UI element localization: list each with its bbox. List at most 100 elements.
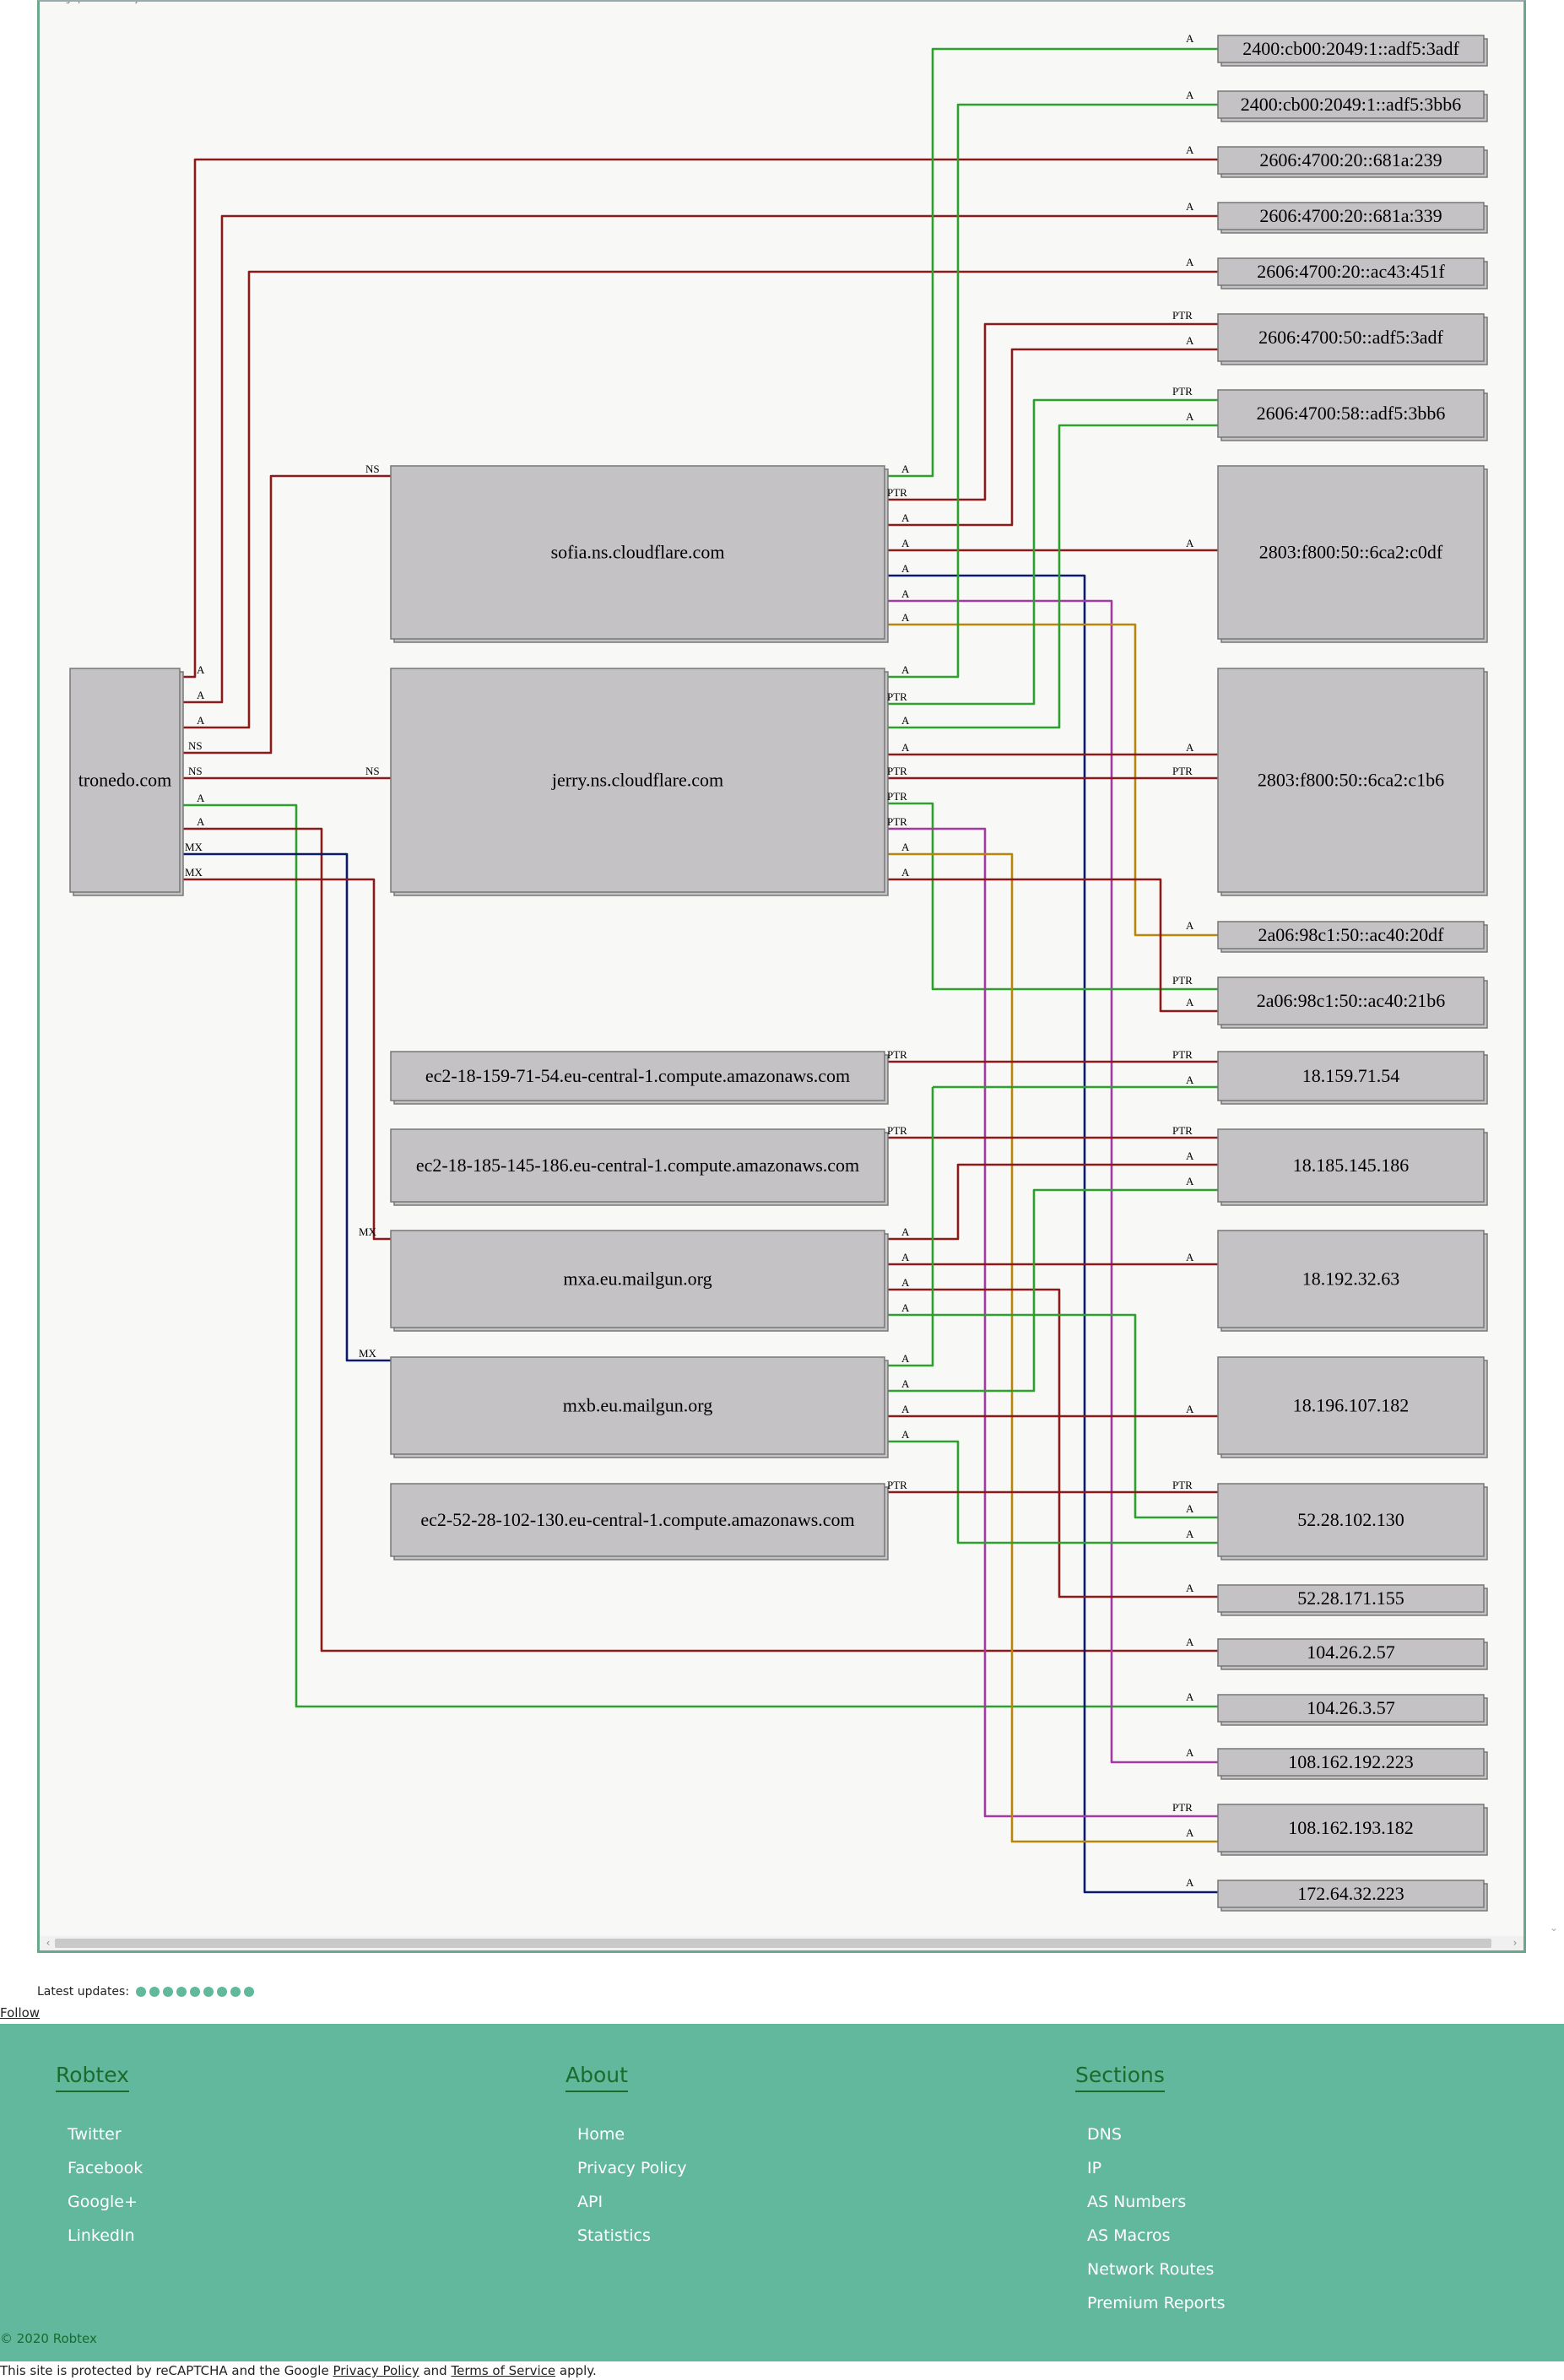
recaptcha-text: This site is protected by reCAPTCHA and … <box>0 2363 329 2378</box>
node-ip-104-2[interactable]: 104.26.2.57 <box>1217 1638 1488 1670</box>
node-ip-2606-451f[interactable]: 2606:4700:20::ac43:451f <box>1217 257 1488 289</box>
update-dot[interactable] <box>203 1987 214 1997</box>
footer-link-facebook[interactable]: Facebook <box>68 2159 143 2177</box>
node-ip-18-159[interactable]: 18.159.71.54 <box>1217 1051 1488 1105</box>
update-dot[interactable] <box>136 1987 147 1997</box>
update-dot[interactable] <box>176 1987 187 1997</box>
node-ip-108-193[interactable]: 108.162.193.182 <box>1217 1804 1488 1856</box>
scroll-left-icon[interactable]: ‹ <box>46 1937 51 1949</box>
footer-link-as-numbers[interactable]: AS Numbers <box>1087 2193 1187 2211</box>
follow-link[interactable]: Follow <box>0 2005 41 2020</box>
edge-label: A <box>901 1403 910 1415</box>
node-ip-108-192[interactable]: 108.162.192.223 <box>1217 1748 1488 1780</box>
scroll-right-icon[interactable]: › <box>1513 1937 1518 1949</box>
footer-link-premium-reports[interactable]: Premium Reports <box>1087 2294 1226 2312</box>
footer-link-linkedin[interactable]: LinkedIn <box>68 2226 135 2245</box>
node-label: 2400:cb00:2049:1::adf5:3bb6 <box>1241 94 1462 115</box>
node-ec2-52-28[interactable]: ec2-52-28-102-130.eu-central-1.compute.a… <box>390 1483 889 1561</box>
node-label: 2803:f800:50::6ca2:c0df <box>1259 542 1443 563</box>
edge-a-104-2 <box>180 827 1218 1652</box>
edge-a-mxb-18-159 <box>885 1087 934 1367</box>
node-ip-2400-bb6[interactable]: 2400:cb00:2049:1::adf5:3bb6 <box>1217 90 1488 122</box>
edge-label: PTR <box>887 815 907 828</box>
footer-link-twitter[interactable]: Twitter <box>68 2125 122 2144</box>
footer-link-api[interactable]: API <box>577 2193 603 2211</box>
edge-label: A <box>901 714 910 727</box>
edge-a-2606-239 <box>180 158 1218 679</box>
node-ec2-18-159[interactable]: ec2-18-159-71-54.eu-central-1.compute.am… <box>390 1051 889 1105</box>
node-ip-52-28-171[interactable]: 52.28.171.155 <box>1217 1584 1488 1616</box>
node-ip-2606-239[interactable]: 2606:4700:20::681a:239 <box>1217 146 1488 178</box>
scrollbar-thumb[interactable] <box>55 1939 1491 1948</box>
scroll-down-icon[interactable]: ⌄ <box>1549 1922 1559 1934</box>
node-label: tronedo.com <box>78 770 172 791</box>
node-label: 2606:4700:20::681a:339 <box>1259 205 1442 226</box>
edge-label: MX <box>185 841 203 853</box>
footer-link-home[interactable]: Home <box>577 2125 625 2144</box>
footer-link-google-[interactable]: Google+ <box>68 2193 138 2211</box>
edge-ptr-sofia <box>885 322 1218 501</box>
footer-link-dns[interactable]: DNS <box>1087 2125 1122 2144</box>
latest-updates: Latest updates: <box>37 1985 255 1999</box>
node-ip-172[interactable]: 172.64.32.223 <box>1217 1880 1488 1912</box>
edge-label: A <box>1186 1149 1194 1162</box>
node-ip-2400-adf[interactable]: 2400:cb00:2049:1::adf5:3adf <box>1217 35 1488 67</box>
edge-label: NS <box>188 765 203 777</box>
edge-label: A <box>197 792 205 804</box>
node-label: 172.64.32.223 <box>1297 1883 1404 1904</box>
update-dot[interactable] <box>217 1987 228 1997</box>
update-dot[interactable] <box>163 1987 174 1997</box>
node-mxb[interactable]: mxb.eu.mailgun.org <box>390 1356 889 1458</box>
node-ip-18-192[interactable]: 18.192.32.63 <box>1217 1230 1488 1332</box>
node-ip-2606-339[interactable]: 2606:4700:20::681a:339 <box>1217 202 1488 234</box>
privacy-policy-link[interactable]: Privacy Policy <box>333 2363 419 2378</box>
edge-label: PTR <box>1172 309 1193 322</box>
copyright: © 2020 Robtex <box>0 2331 97 2346</box>
update-dot[interactable] <box>244 1987 255 1997</box>
edge-label: PTR <box>887 1124 907 1137</box>
node-ip-2a06-20df[interactable]: 2a06:98c1:50::ac40:20df <box>1217 921 1488 953</box>
edge-label: A <box>901 841 910 853</box>
footer-link-as-macros[interactable]: AS Macros <box>1087 2226 1171 2245</box>
node-ip-2606-58[interactable]: 2606:4700:58::adf5:3bb6 <box>1217 389 1488 441</box>
node-tronedo[interactable]: tronedo.com <box>69 668 184 896</box>
terms-of-service-link[interactable]: Terms of Service <box>451 2363 556 2378</box>
node-ip-18-185[interactable]: 18.185.145.186 <box>1217 1128 1488 1206</box>
footer-link-network-routes[interactable]: Network Routes <box>1087 2260 1215 2279</box>
edge-label: A <box>1186 1074 1194 1086</box>
node-ip-2606-50[interactable]: 2606:4700:50::adf5:3adf <box>1217 313 1488 365</box>
node-mxa[interactable]: mxa.eu.mailgun.org <box>390 1230 889 1332</box>
node-label: 18.185.145.186 <box>1293 1155 1410 1176</box>
edge-a-104-3 <box>180 803 1218 1708</box>
node-ip-2803-c1b6[interactable]: 2803:f800:50::6ca2:c1b6 <box>1217 668 1488 896</box>
node-ip-2a06-21b6[interactable]: 2a06:98c1:50::ac40:21b6 <box>1217 976 1488 1029</box>
edge-label: A <box>901 562 910 575</box>
node-ip-104-3[interactable]: 104.26.3.57 <box>1217 1694 1488 1726</box>
footer-link-ip[interactable]: IP <box>1087 2159 1102 2177</box>
horizontal-scrollbar[interactable]: ‹ › <box>40 1936 1523 1950</box>
update-dot[interactable] <box>230 1987 241 1997</box>
edge-label: NS <box>365 462 380 475</box>
node-label: 104.26.2.57 <box>1307 1642 1395 1663</box>
edge-label: A <box>1186 1403 1194 1415</box>
edge-label: PTR <box>1172 1048 1193 1061</box>
edge-label: A <box>901 663 910 676</box>
edge-label: A <box>1186 996 1194 1009</box>
footer-sections-title: Sections <box>1075 2063 1165 2092</box>
node-ip-18-196[interactable]: 18.196.107.182 <box>1217 1356 1488 1458</box>
node-ec2-18-185[interactable]: ec2-18-185-145-186.eu-central-1.compute.… <box>390 1128 889 1206</box>
edge-label: A <box>197 689 205 701</box>
node-label: 104.26.3.57 <box>1307 1697 1395 1718</box>
footer-link-statistics[interactable]: Statistics <box>577 2226 651 2245</box>
node-ip-52-28-102[interactable]: 52.28.102.130 <box>1217 1483 1488 1561</box>
update-dot[interactable] <box>149 1987 160 1997</box>
node-jerry[interactable]: jerry.ns.cloudflare.com <box>390 668 889 896</box>
update-dot[interactable] <box>190 1987 201 1997</box>
footer-link-privacy-policy[interactable]: Privacy Policy <box>577 2159 687 2177</box>
node-sofia[interactable]: sofia.ns.cloudflare.com <box>390 465 889 643</box>
node-ip-2803-c0df[interactable]: 2803:f800:50::6ca2:c0df <box>1217 465 1488 643</box>
edge-label: A <box>1186 89 1194 101</box>
recaptcha-notice: This site is protected by reCAPTCHA and … <box>0 2363 597 2378</box>
